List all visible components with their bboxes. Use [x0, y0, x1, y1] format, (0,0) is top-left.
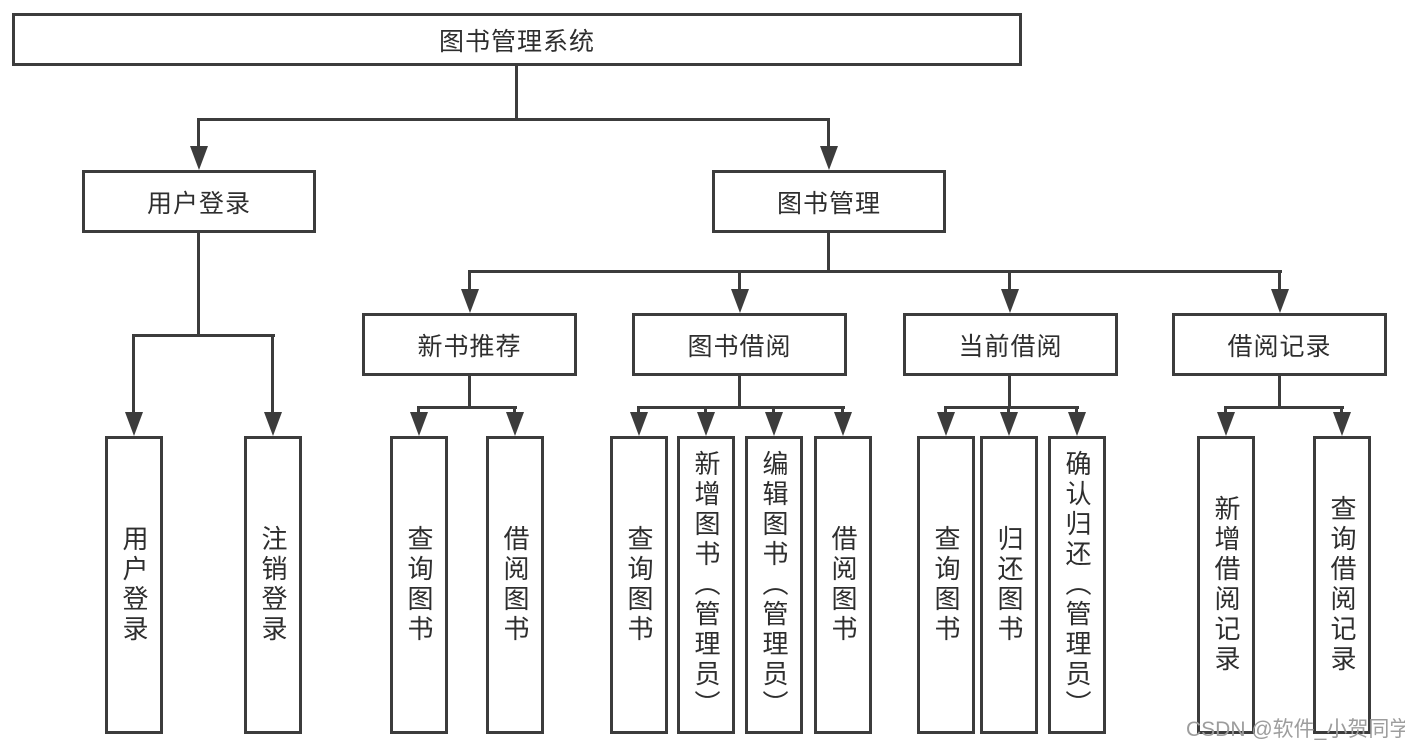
connector-drop-bb-borrow — [841, 406, 844, 415]
connector-drop-book-mgmt — [827, 118, 830, 146]
arrowhead-user-login — [190, 146, 208, 170]
node-new-book-recommend: 新书推荐 — [362, 313, 577, 376]
leaf-bb-query-books-label: 查询图书 — [624, 525, 654, 645]
arrowhead-leaf-user-login — [125, 412, 143, 436]
leaf-br-add-record-label: 新增借阅记录 — [1211, 495, 1241, 675]
leaf-nb-borrow-books: 借阅图书 — [486, 436, 544, 734]
node-book-borrow-label: 图书借阅 — [687, 332, 792, 361]
connector-drop-book-borrow — [738, 270, 741, 290]
node-user-login-label: 用户登录 — [146, 189, 251, 218]
connector-drop-borrow-records — [1278, 270, 1281, 290]
connector-new-books-stem — [468, 376, 471, 408]
arrowhead-bb-borrow — [834, 412, 852, 436]
node-root: 图书管理系统 — [12, 13, 1022, 66]
connector-drop-nb-query — [417, 406, 420, 415]
csdn-watermark: CSDN @软件_小贺同学 — [1186, 718, 1405, 741]
arrowhead-book-borrow — [731, 289, 749, 313]
leaf-bb-edit-books-admin-label: 编辑图书（管理员） — [759, 450, 789, 720]
leaf-cb-confirm-return-admin: 确认归还（管理员） — [1048, 436, 1106, 734]
arrowhead-bb-edit — [765, 412, 783, 436]
leaf-br-add-record: 新增借阅记录 — [1197, 436, 1255, 734]
leaf-logout-login: 注销登录 — [244, 436, 302, 734]
arrowhead-leaf-logout — [264, 412, 282, 436]
leaf-bb-add-books-admin-label: 新增图书（管理员） — [691, 450, 721, 720]
connector-drop-bb-query — [637, 406, 640, 415]
node-user-login: 用户登录 — [82, 170, 316, 233]
connector-drop-leaf-logout — [271, 334, 274, 412]
arrowhead-bb-add — [697, 412, 715, 436]
connector-drop-cb-query — [944, 406, 947, 415]
node-book-management-label: 图书管理 — [776, 189, 881, 218]
leaf-br-query-record: 查询借阅记录 — [1313, 436, 1371, 734]
leaf-nb-borrow-books-label: 借阅图书 — [500, 525, 530, 645]
arrowhead-current-borrow — [1001, 289, 1019, 313]
connector-user-login-split — [132, 334, 275, 337]
arrowhead-nb-borrow — [506, 412, 524, 436]
leaf-nb-query-books-label: 查询图书 — [404, 525, 434, 645]
connector-drop-nb-borrow — [513, 406, 516, 415]
arrowhead-nb-query — [410, 412, 428, 436]
connector-drop-br-query — [1340, 406, 1343, 415]
connector-book-borrow-stem — [738, 376, 741, 408]
arrowhead-cb-query — [937, 412, 955, 436]
connector-drop-cb-confirm — [1075, 406, 1078, 415]
leaf-cb-confirm-return-admin-label: 确认归还（管理员） — [1062, 450, 1092, 720]
connector-book-mgmt-split — [468, 270, 1282, 273]
leaf-bb-query-books: 查询图书 — [610, 436, 668, 734]
leaf-logout-login-label: 注销登录 — [258, 525, 288, 645]
leaf-bb-borrow-books: 借阅图书 — [814, 436, 872, 734]
connector-drop-cb-return — [1007, 406, 1010, 415]
leaf-bb-borrow-books-label: 借阅图书 — [828, 525, 858, 645]
connector-drop-leaf-user-login — [132, 334, 135, 412]
arrowhead-br-query — [1333, 412, 1351, 436]
connector-root-stem — [515, 66, 518, 120]
leaf-cb-query-books-label: 查询图书 — [931, 525, 961, 645]
connector-new-books-split — [417, 406, 517, 409]
leaf-user-login-label: 用户登录 — [119, 525, 149, 645]
connector-root-split — [197, 118, 830, 121]
arrowhead-book-mgmt — [820, 146, 838, 170]
node-book-management: 图书管理 — [712, 170, 946, 233]
connector-book-mgmt-stem — [827, 233, 830, 272]
leaf-bb-edit-books-admin: 编辑图书（管理员） — [745, 436, 803, 734]
connector-drop-current-borrow — [1008, 270, 1011, 290]
node-root-label: 图书管理系统 — [438, 27, 595, 56]
connector-book-borrow-split — [637, 406, 845, 409]
leaf-br-query-record-label: 查询借阅记录 — [1327, 495, 1357, 675]
node-book-borrow: 图书借阅 — [632, 313, 847, 376]
leaf-cb-query-books: 查询图书 — [917, 436, 975, 734]
leaf-cb-return-books: 归还图书 — [980, 436, 1038, 734]
node-borrow-records: 借阅记录 — [1172, 313, 1387, 376]
connector-current-borrow-split — [944, 406, 1079, 409]
leaf-cb-return-books-label: 归还图书 — [994, 525, 1024, 645]
connector-drop-bb-add — [704, 406, 707, 415]
connector-drop-new-books — [468, 270, 471, 290]
arrowhead-borrow-records — [1271, 289, 1289, 313]
connector-borrow-records-split — [1224, 406, 1344, 409]
leaf-bb-add-books-admin: 新增图书（管理员） — [677, 436, 735, 734]
leaf-user-login: 用户登录 — [105, 436, 163, 734]
node-current-borrow-label: 当前借阅 — [958, 332, 1063, 361]
arrowhead-new-books — [461, 289, 479, 313]
arrowhead-br-add — [1217, 412, 1235, 436]
node-borrow-records-label: 借阅记录 — [1227, 332, 1332, 361]
connector-drop-bb-edit — [772, 406, 775, 415]
connector-drop-user-login — [197, 118, 200, 146]
connector-current-borrow-stem — [1008, 376, 1011, 408]
leaf-nb-query-books: 查询图书 — [390, 436, 448, 734]
connector-user-login-stem — [197, 233, 200, 336]
node-current-borrow: 当前借阅 — [903, 313, 1118, 376]
connector-borrow-records-stem — [1278, 376, 1281, 408]
node-new-book-recommend-label: 新书推荐 — [417, 332, 522, 361]
arrowhead-cb-return — [1000, 412, 1018, 436]
connector-drop-br-add — [1224, 406, 1227, 415]
arrowhead-cb-confirm — [1068, 412, 1086, 436]
arrowhead-bb-query — [630, 412, 648, 436]
